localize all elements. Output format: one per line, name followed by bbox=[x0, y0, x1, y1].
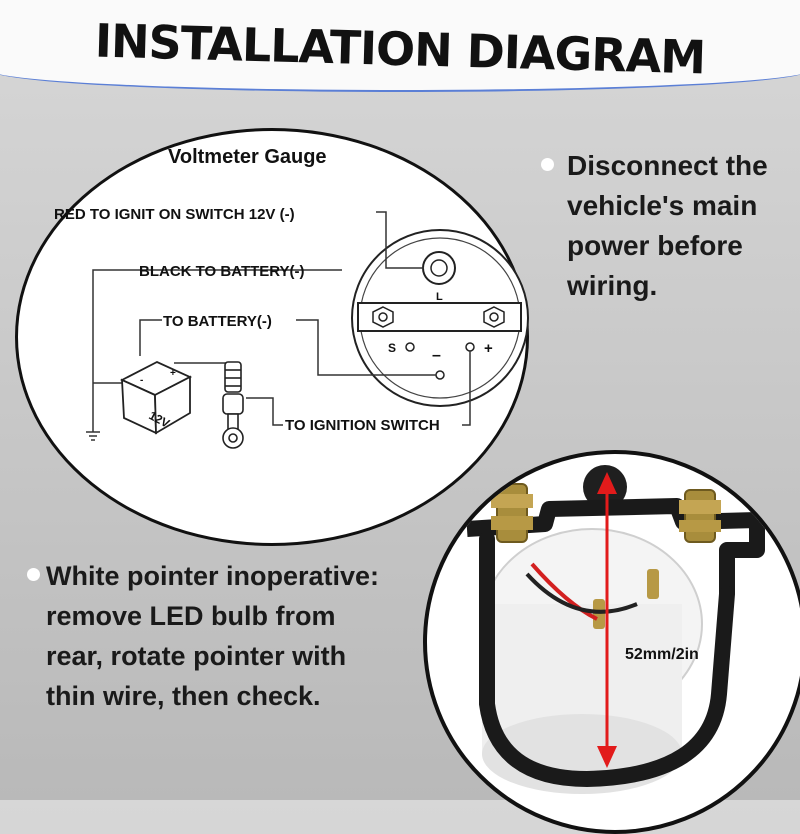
dimension-arrow bbox=[597, 472, 617, 768]
svg-text:+: + bbox=[170, 368, 176, 379]
title-banner bbox=[0, 0, 800, 92]
terminal-s bbox=[405, 342, 415, 352]
dimension-label: 52mm/2in bbox=[625, 646, 699, 663]
brass-nut-right bbox=[679, 489, 721, 543]
ignition-key-icon bbox=[222, 361, 244, 449]
note-pointer-fix: White pointer inoperative: remove LED bu… bbox=[46, 561, 380, 711]
bullet-icon bbox=[541, 158, 554, 171]
wiring-diagram: L S – + - + 12V bbox=[54, 146, 529, 449]
ground-icon bbox=[86, 431, 100, 441]
terminal-label-s: S bbox=[388, 341, 396, 355]
terminal-label-plus: + bbox=[484, 340, 493, 357]
brass-nut-left bbox=[491, 483, 533, 543]
battery-icon: - + 12V bbox=[119, 361, 193, 435]
black-wire-label: BLACK TO BATTERY(-) bbox=[139, 263, 305, 280]
terminal-minus bbox=[435, 370, 445, 380]
terminal-label-l: L bbox=[436, 291, 443, 303]
gauge-title: Voltmeter Gauge bbox=[168, 146, 327, 168]
gauge-photo: 52mm/2in bbox=[423, 450, 800, 834]
to-ignition-label: TO IGNITION SWITCH bbox=[285, 417, 440, 434]
note-disconnect-power: Disconnect the vehicle's main power befo… bbox=[567, 150, 768, 301]
red-wire-label: RED TO IGNIT ON SWITCH 12V (-) bbox=[54, 206, 295, 223]
terminal-plus bbox=[465, 342, 475, 352]
svg-text:-: - bbox=[140, 375, 143, 386]
gauge-back-view: L S – + bbox=[351, 229, 529, 407]
bracket-loop bbox=[479, 531, 735, 788]
bullet-icon bbox=[27, 568, 40, 581]
terminal-label-minus: – bbox=[432, 347, 441, 364]
to-battery-label: TO BATTERY(-) bbox=[163, 313, 272, 330]
